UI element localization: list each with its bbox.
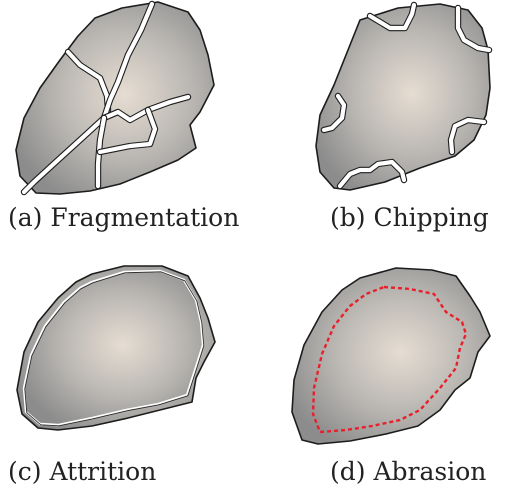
panel-chipping: (b) Chipping	[315, 1, 493, 232]
caption-chipping: (b) Chipping	[330, 203, 489, 232]
particle-fragmentation	[15, 1, 215, 195]
panel-abrasion: (d) Abrasion	[291, 267, 491, 486]
caption-attrition: (c) Attrition	[8, 457, 156, 486]
particle-chipping	[315, 3, 491, 191]
caption-abrasion: (d) Abrasion	[330, 457, 486, 486]
panel-fragmentation: (a) Fragmentation	[8, 0, 239, 232]
chipping-cracks	[320, 1, 493, 190]
particle-abrasion	[291, 267, 491, 445]
fragmentation-cracks	[20, 0, 192, 196]
caption-fragmentation: (a) Fragmentation	[8, 203, 239, 232]
panel-attrition: (c) Attrition	[8, 265, 216, 486]
abrasion-boundary-line	[311, 285, 468, 434]
